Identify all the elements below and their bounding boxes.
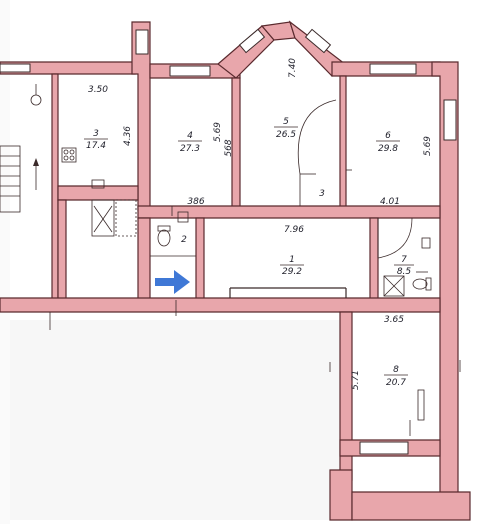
room-4-area: 27.3 <box>180 144 200 154</box>
room-labels: 3 17.4 4 27.3 5 26.5 6 29.8 2 1 29.2 7 8… <box>84 117 414 388</box>
paper-texture <box>0 0 345 524</box>
room-4-number: 4 <box>187 131 193 141</box>
arrow-right-icon <box>155 270 190 294</box>
room-3-area: 17.4 <box>86 141 106 151</box>
dim-365: 3.65 <box>384 315 404 325</box>
dim-3: 3 <box>319 189 325 199</box>
room-8-area: 20.7 <box>386 378 406 388</box>
dim-740: 7.40 <box>288 58 298 78</box>
room-1-area: 29.2 <box>282 267 302 277</box>
dim-569a: 5.69 <box>213 122 223 142</box>
windows <box>0 28 457 455</box>
dim-569b: 5.69 <box>423 136 433 156</box>
fixtures <box>0 84 461 436</box>
dim-796: 7.96 <box>284 225 304 235</box>
room-3-number: 3 <box>93 129 99 139</box>
dim-571: 5.71 <box>351 370 361 390</box>
dim-350: 3.50 <box>88 85 108 95</box>
room-5-area: 26.5 <box>276 130 296 140</box>
room-5-number: 5 <box>283 117 289 127</box>
room-1-number: 1 <box>289 255 295 265</box>
dimension-labels: 3.50 4.36 5.69 568 7.40 5.69 386 4.01 7.… <box>88 58 433 390</box>
room-7-area: 8.5 <box>397 267 412 277</box>
room-8-number: 8 <box>393 365 399 375</box>
dim-436: 4.36 <box>123 126 133 146</box>
dim-386: 386 <box>187 197 204 207</box>
room-2-number: 2 <box>181 235 187 245</box>
room-7-number: 7 <box>401 255 407 265</box>
dim-568: 568 <box>224 139 234 156</box>
room-6-number: 6 <box>385 131 391 141</box>
dim-401: 4.01 <box>380 197 400 207</box>
room-6-area: 29.8 <box>378 144 398 154</box>
